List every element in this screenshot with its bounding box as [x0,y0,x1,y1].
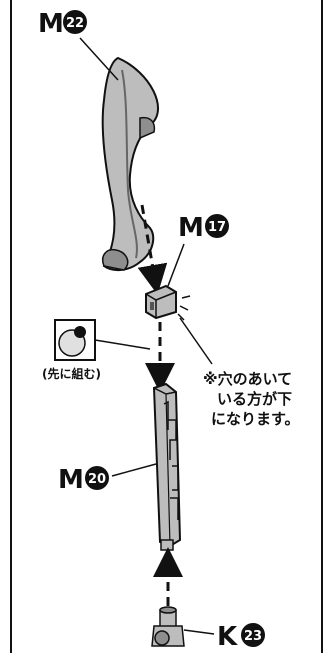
label-m17-letter: M [178,213,204,243]
label-m22-number: 22 [66,16,84,31]
label-k23-number: 23 [244,629,262,644]
part-m22-fin [139,116,156,140]
part-m22 [101,56,160,272]
highlight-marks [177,295,191,321]
leader-m22 [79,37,119,81]
arrow-m22-to-m17 [137,204,168,295]
label-k23-letter: K [217,622,238,652]
part-k23 [151,606,185,647]
part-m17 [145,284,177,320]
part-m20-details [163,400,179,520]
leader-m20 [111,463,157,477]
detail-inset-hole [74,326,86,338]
note-line-1: ※穴のあいて [203,370,292,388]
assembly-note: ※穴のあいて いる方が下 になります。 [203,370,300,428]
label-k23-number-badge: 23 [241,623,265,647]
label-m22-letter: M [38,9,64,39]
label-m20-number: 20 [88,472,106,487]
leader-detail [94,339,151,350]
label-m17-number: 17 [208,220,226,235]
detail-inset [54,319,96,361]
part-m20 [152,382,182,551]
label-m20-letter: M [58,465,84,495]
label-m20-number-badge: 20 [85,466,109,490]
part-m22-body [101,56,160,272]
leader-k23 [183,629,215,635]
part-m22-ridge [121,69,138,259]
detail-caption: (先に組む) [42,366,101,381]
part-m20-body [152,382,182,548]
part-m17-hole [150,302,154,310]
part-m22-foot [102,248,129,271]
leader-note [179,317,213,365]
part-k23-ball [154,630,170,646]
note-line-2: いる方が下 [217,390,292,408]
part-m20-tip [160,539,174,551]
leader-m17 [167,243,185,287]
label-m22-number-badge: 22 [63,10,87,34]
note-line-3: になります。 [211,410,300,428]
label-m17-number-badge: 17 [205,214,229,238]
